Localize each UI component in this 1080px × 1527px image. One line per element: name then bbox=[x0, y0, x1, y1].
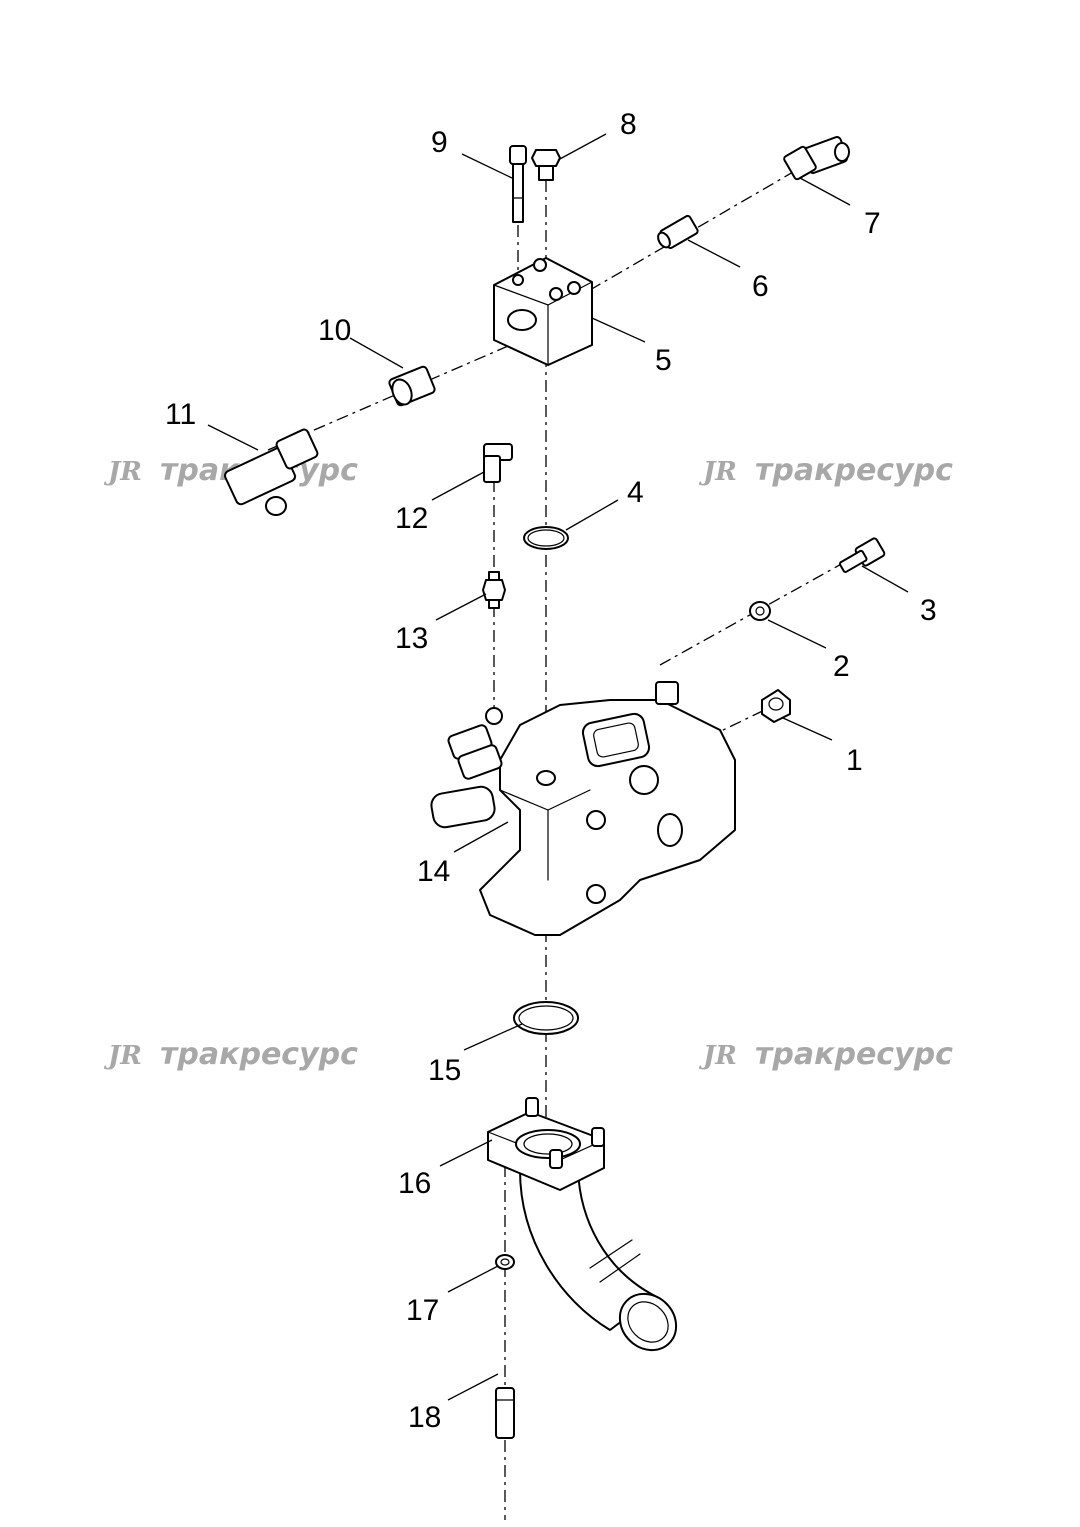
callout-13: 13 bbox=[395, 622, 428, 655]
leader-7 bbox=[799, 177, 851, 206]
callout-4: 4 bbox=[627, 476, 644, 509]
callout-10: 10 bbox=[318, 314, 351, 347]
hydraulic-pump-part bbox=[430, 681, 736, 936]
leader-2 bbox=[767, 619, 827, 649]
leader-12 bbox=[431, 471, 485, 501]
elbow-axis bbox=[589, 167, 801, 291]
plug-part bbox=[531, 149, 561, 181]
flange-bolt-part bbox=[495, 1387, 515, 1439]
flange-pipe-part bbox=[487, 1097, 678, 1352]
callout-17: 17 bbox=[406, 1294, 439, 1327]
callout-1: 1 bbox=[846, 744, 863, 777]
callout-18: 18 bbox=[408, 1401, 441, 1434]
watermark-text: тракресурс bbox=[160, 1037, 358, 1072]
watermark-logo: JR bbox=[698, 457, 737, 487]
callout-8: 8 bbox=[620, 108, 637, 141]
leader-8 bbox=[557, 133, 607, 161]
callout-14: 14 bbox=[417, 855, 450, 888]
small-elbow-part bbox=[483, 443, 513, 483]
watermark-text: тракресурс bbox=[755, 1037, 953, 1072]
lock-washer-part bbox=[495, 1254, 515, 1270]
leader-6 bbox=[687, 239, 741, 268]
callout-12: 12 bbox=[395, 502, 428, 535]
callout-11: 11 bbox=[165, 398, 196, 431]
large-o-ring-part bbox=[513, 1001, 579, 1035]
leader-13 bbox=[435, 593, 487, 621]
watermark-logo: JR bbox=[103, 1041, 142, 1071]
pump-plug-part bbox=[761, 689, 791, 723]
leader-lines bbox=[207, 133, 909, 1401]
watermark-logo: JR bbox=[698, 1041, 737, 1071]
leader-5 bbox=[591, 317, 646, 343]
leader-17 bbox=[447, 1265, 499, 1293]
leader-15 bbox=[463, 1023, 523, 1051]
leader-18 bbox=[447, 1373, 499, 1401]
leader-10 bbox=[349, 337, 404, 369]
callout-labels: 1 2 3 4 5 6 7 8 9 10 11 12 13 14 15 16 1… bbox=[165, 108, 937, 1434]
elbow-fitting-part bbox=[783, 136, 850, 181]
leader-9 bbox=[461, 153, 513, 179]
o-ring-part bbox=[523, 526, 569, 550]
callout-7: 7 bbox=[864, 207, 881, 240]
valve-block-part bbox=[493, 257, 593, 366]
fitting-part bbox=[482, 571, 506, 609]
watermark-logo: JR bbox=[103, 457, 142, 487]
cap-screw-part bbox=[838, 537, 886, 573]
leader-16 bbox=[439, 1139, 493, 1167]
adapter-part bbox=[657, 214, 699, 250]
leader-3 bbox=[861, 565, 909, 593]
callout-3: 3 bbox=[920, 594, 937, 627]
watermark-bottom-left: JR тракресурс bbox=[103, 1037, 358, 1072]
leader-4 bbox=[565, 499, 619, 531]
leader-1 bbox=[782, 717, 833, 741]
watermark-text: тракресурс bbox=[755, 453, 953, 488]
callout-9: 9 bbox=[431, 126, 448, 159]
callout-5: 5 bbox=[655, 344, 672, 377]
leader-14 bbox=[453, 821, 509, 853]
side-adapter-part bbox=[388, 365, 436, 407]
watermark-top-right: JR тракресурс bbox=[698, 453, 953, 488]
bolt-part bbox=[509, 145, 527, 223]
washer-part bbox=[749, 601, 771, 621]
leader-11 bbox=[207, 424, 259, 451]
callout-16: 16 bbox=[398, 1167, 431, 1200]
callout-2: 2 bbox=[833, 650, 850, 683]
watermark-bottom-right: JR тракресурс bbox=[698, 1037, 953, 1072]
tee-fitting-part bbox=[224, 428, 319, 516]
callout-6: 6 bbox=[752, 270, 769, 303]
callout-15: 15 bbox=[428, 1054, 461, 1087]
